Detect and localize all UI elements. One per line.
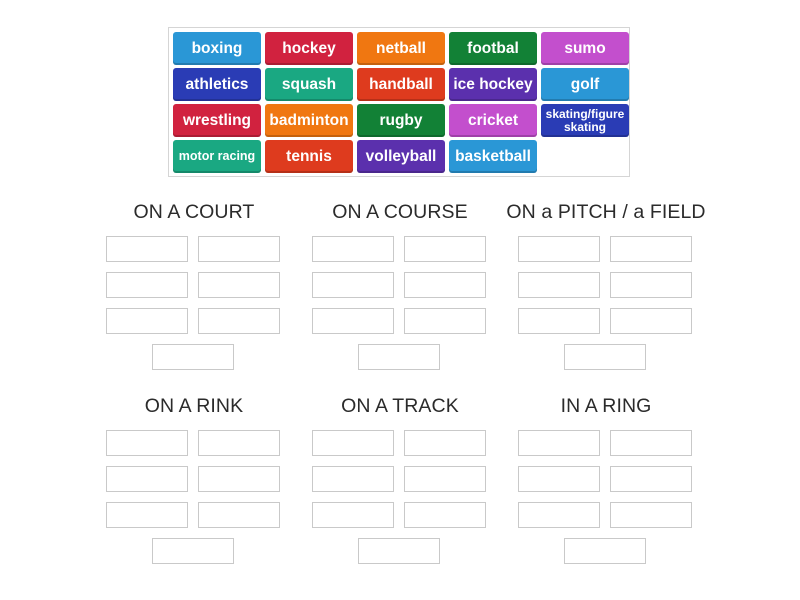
drop-slot[interactable] [564, 538, 646, 564]
tile-cricket[interactable]: cricket [449, 104, 537, 137]
tile-hockey[interactable]: hockey [265, 32, 353, 65]
drop-slot[interactable] [106, 272, 188, 298]
group-title: ON A RINK [144, 395, 244, 417]
drop-slot[interactable] [106, 236, 188, 262]
drop-slot[interactable] [564, 344, 646, 370]
drop-slot[interactable] [198, 466, 280, 492]
drop-slot[interactable] [404, 272, 486, 298]
drop-slot[interactable] [312, 308, 394, 334]
drop-slot[interactable] [106, 430, 188, 456]
drop-slot[interactable] [152, 344, 234, 370]
tile-footbal[interactable]: footbal [449, 32, 537, 65]
drop-slot[interactable] [610, 430, 692, 456]
group-title: ON A TRACK [341, 395, 459, 417]
tile-motor-racing[interactable]: motor racing [173, 140, 261, 173]
drop-slot[interactable] [198, 430, 280, 456]
drop-slot[interactable] [518, 236, 600, 262]
tile-skating-figure-skating[interactable]: skating/figure skating [541, 104, 629, 137]
drop-slot[interactable] [198, 502, 280, 528]
drop-slot[interactable] [610, 466, 692, 492]
tile-wrestling[interactable]: wrestling [173, 104, 261, 137]
drop-slot[interactable] [106, 502, 188, 528]
drop-slot[interactable] [198, 272, 280, 298]
tile-rugby[interactable]: rugby [357, 104, 445, 137]
tile-basketball[interactable]: basketball [449, 140, 537, 173]
tile-badminton[interactable]: badminton [265, 104, 353, 137]
tile-tennis[interactable]: tennis [265, 140, 353, 173]
drop-slot[interactable] [610, 272, 692, 298]
drop-slot[interactable] [518, 466, 600, 492]
drop-slot[interactable] [404, 308, 486, 334]
drop-slot[interactable] [404, 236, 486, 262]
drop-slot[interactable] [610, 308, 692, 334]
drop-slot[interactable] [610, 236, 692, 262]
drop-slot[interactable] [358, 344, 440, 370]
drop-slot[interactable] [518, 430, 600, 456]
tile-volleyball[interactable]: volleyball [357, 140, 445, 173]
drop-slot[interactable] [106, 466, 188, 492]
drop-slot[interactable] [358, 538, 440, 564]
tile-golf[interactable]: golf [541, 68, 629, 101]
drop-slot[interactable] [518, 308, 600, 334]
drop-slot[interactable] [610, 502, 692, 528]
tile-athletics[interactable]: athletics [173, 68, 261, 101]
drop-slot[interactable] [518, 502, 600, 528]
group-title: IN A RING [560, 395, 652, 417]
group-title: ON A COURT [133, 201, 255, 223]
tile-ice-hockey[interactable]: ice hockey [449, 68, 537, 101]
tile-netball[interactable]: netball [357, 32, 445, 65]
drop-slot[interactable] [518, 272, 600, 298]
group-title: ON a PITCH / a FIELD [506, 201, 706, 223]
drop-slot[interactable] [198, 236, 280, 262]
drop-slot[interactable] [312, 466, 394, 492]
drop-slot[interactable] [152, 538, 234, 564]
drop-slot[interactable] [404, 430, 486, 456]
tile-sumo[interactable]: sumo [541, 32, 629, 65]
drop-slot[interactable] [404, 502, 486, 528]
tile-boxing[interactable]: boxing [173, 32, 261, 65]
tile-squash[interactable]: squash [265, 68, 353, 101]
drop-slot[interactable] [106, 308, 188, 334]
drop-slot[interactable] [312, 236, 394, 262]
drop-slot[interactable] [198, 308, 280, 334]
drop-slot[interactable] [312, 502, 394, 528]
drop-slot[interactable] [404, 466, 486, 492]
tile-handball[interactable]: handball [357, 68, 445, 101]
group-title: ON A COURSE [332, 201, 468, 223]
drop-slot[interactable] [312, 430, 394, 456]
drop-slot[interactable] [312, 272, 394, 298]
